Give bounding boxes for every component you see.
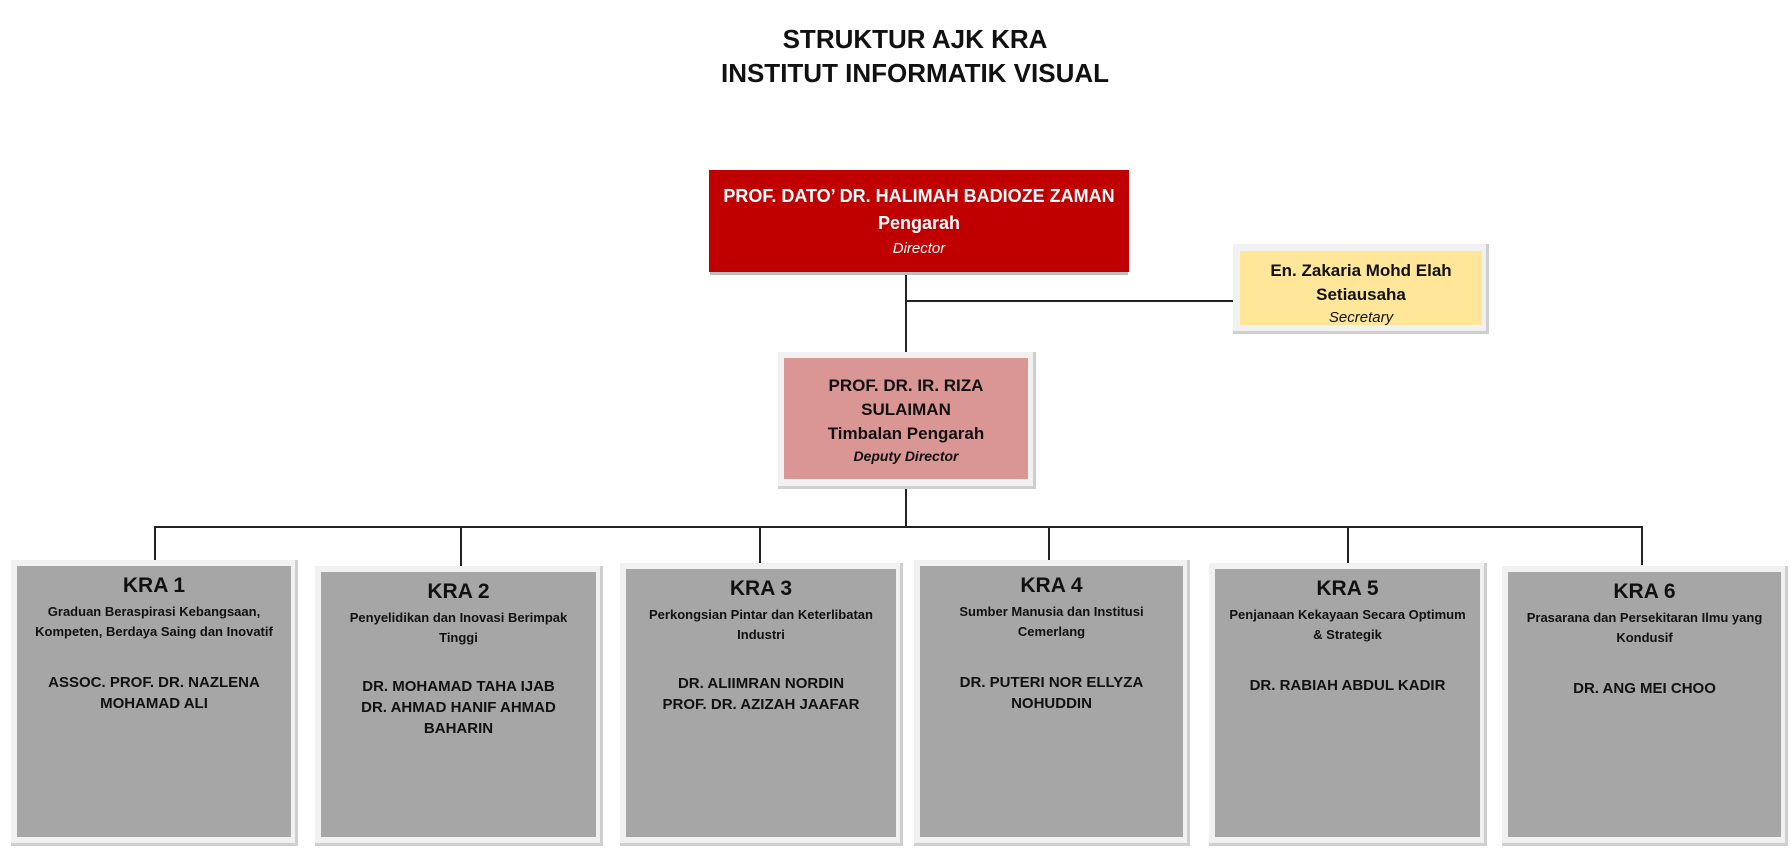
connector-kra3 (759, 526, 761, 565)
director-box: PROF. DATO’ DR. HALIMAH BADIOZE ZAMAN Pe… (709, 170, 1129, 272)
kra2-person: DR. AHMAD HANIF AHMAD BAHARIN (361, 699, 556, 737)
connector-kra2 (460, 526, 462, 567)
connector-deputy-down (905, 488, 907, 527)
director-role-en: Director (892, 240, 946, 257)
kra2-description: Penyelidikan dan Inovasi Berimpak Tinggi (349, 610, 568, 645)
secretary-name: En. Zakaria Mohd Elah (1270, 261, 1452, 280)
director-name: PROF. DATO’ DR. HALIMAH BADIOZE ZAMAN (723, 186, 1115, 206)
secretary-role-en: Secretary (1328, 309, 1394, 326)
kra3-person: DR. ALIIMRAN NORDIN (677, 675, 845, 692)
kra5-people: DR. RABIAH ABDUL KADIR (1215, 675, 1480, 696)
chart-title-line2: INSTITUT INFORMATIK VISUAL (720, 58, 1110, 88)
connector-director-to-deputy (905, 272, 907, 352)
secretary-box: En. Zakaria Mohd Elah Setiausaha Secreta… (1240, 251, 1482, 326)
kra3-person: PROF. DR. AZIZAH JAAFAR (662, 696, 860, 713)
kra4-title: KRA 4 (1020, 574, 1083, 597)
chart-title-line1: STRUKTUR AJK KRA (782, 24, 1048, 54)
kra4-description: Sumber Manusia dan Institusi Cemerlang (959, 604, 1144, 639)
kra2-title: KRA 2 (427, 580, 490, 603)
kra3-description: Perkongsian Pintar dan Keterlibatan Indu… (649, 607, 873, 642)
kra5-person: DR. RABIAH ABDUL KADIR (1249, 677, 1446, 694)
kra6-description: Prasarana dan Persekitaran Ilmu yang Kon… (1526, 610, 1763, 645)
kra1-people: ASSOC. PROF. DR. NAZLENA MOHAMAD ALI (17, 672, 291, 714)
secretary-role: Setiausaha (1316, 285, 1406, 304)
kra2-person: DR. MOHAMAD TAHA IJAB (362, 678, 555, 695)
kra1-title: KRA 1 (122, 574, 186, 597)
kra4-person: DR. PUTERI NOR ELLYZA NOHUDDIN (959, 674, 1144, 712)
kra4-people: DR. PUTERI NOR ELLYZA NOHUDDIN (920, 672, 1183, 714)
kra2-box: KRA 2 Penyelidikan dan Inovasi Berimpak … (321, 572, 596, 837)
kra6-person: DR. ANG MEI CHOO (1573, 680, 1716, 697)
kra2-people: DR. MOHAMAD TAHA IJAB DR. AHMAD HANIF AH… (321, 676, 596, 739)
kra6-people: DR. ANG MEI CHOO (1508, 678, 1781, 699)
kra6-title: KRA 6 (1613, 580, 1676, 603)
kra1-description: Graduan Beraspirasi Kebangsaan, Kompeten… (35, 604, 273, 639)
connector-kra1 (154, 526, 156, 560)
connector-kra4 (1048, 526, 1050, 565)
connector-to-secretary (905, 300, 1235, 302)
kra3-box: KRA 3 Perkongsian Pintar dan Keterlibata… (626, 569, 896, 837)
kra1-person: ASSOC. PROF. DR. NAZLENA MOHAMAD ALI (48, 674, 260, 712)
deputy-role-en: Deputy Director (853, 448, 959, 464)
deputy-role: Timbalan Pengarah (827, 424, 985, 443)
kra3-title: KRA 3 (729, 577, 793, 600)
connector-kra5 (1347, 526, 1349, 567)
kra5-box: KRA 5 Penjanaan Kekayaan Secara Optimum … (1215, 569, 1480, 837)
kra3-people: DR. ALIIMRAN NORDIN PROF. DR. AZIZAH JAA… (626, 673, 896, 715)
connector-kra6 (1641, 526, 1643, 565)
kra1-box: KRA 1 Graduan Beraspirasi Kebangsaan, Ko… (17, 566, 291, 837)
kra4-box: KRA 4 Sumber Manusia dan Institusi Cemer… (920, 566, 1183, 837)
deputy-box: PROF. DR. IR. RIZA SULAIMAN Timbalan Pen… (784, 358, 1028, 479)
kra5-title: KRA 5 (1316, 577, 1379, 600)
deputy-name: PROF. DR. IR. RIZA SULAIMAN (828, 376, 984, 419)
director-role: Pengarah (877, 213, 961, 233)
kra6-box: KRA 6 Prasarana dan Persekitaran Ilmu ya… (1508, 572, 1781, 837)
connector-kra-horizontal (154, 526, 1642, 528)
kra5-description: Penjanaan Kekayaan Secara Optimum & Stra… (1229, 607, 1466, 642)
